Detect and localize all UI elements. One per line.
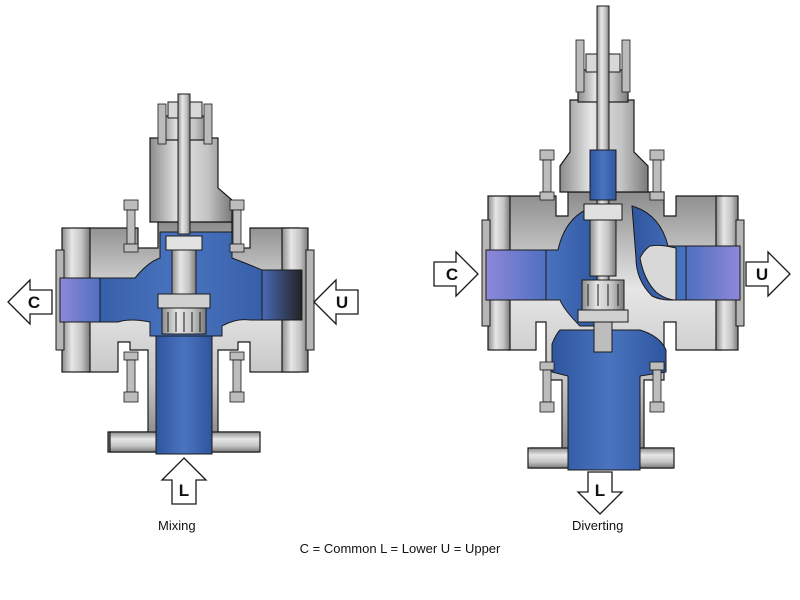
mixing-bonnet-bolts: [123, 199, 245, 403]
diverting-upper-letter: U: [756, 265, 768, 284]
diverting-common-letter: C: [446, 265, 458, 284]
diverting-lower-arrow: L: [576, 471, 624, 515]
mixing-common-port: [59, 277, 101, 323]
mixing-upper-letter: U: [336, 293, 348, 312]
diverting-lower-plug: [581, 279, 625, 311]
mixing-caption: Mixing: [158, 518, 196, 533]
mixing-plug: [165, 235, 203, 251]
mixing-upper-port: [261, 269, 303, 321]
mixing-lower-arrow: L: [160, 457, 208, 505]
mixing-upper-arrow: U: [313, 278, 359, 326]
diverting-lower-letter: L: [595, 481, 605, 500]
port-legend: C = Common L = Lower U = Upper: [299, 541, 501, 556]
mixing-common-arrow: C: [7, 278, 53, 326]
mixing-common-letter: C: [28, 293, 40, 312]
mixing-lower-letter: L: [179, 481, 189, 500]
diverting-upper-arrow: U: [745, 250, 791, 298]
mixing-fluid-bottom: [155, 335, 213, 455]
mixing-bonnet: [149, 137, 233, 223]
diverting-upper-port: [685, 245, 741, 301]
diverting-valve: C U L: [433, 5, 791, 515]
diverting-fluid-bottom: [551, 329, 667, 471]
mixing-stem: [177, 93, 191, 235]
diverting-common-port: [485, 249, 547, 301]
diverting-bonnet-bolts: [539, 149, 665, 413]
diverting-caption: Diverting: [572, 518, 624, 533]
mixing-valve: C U L: [7, 93, 359, 505]
diverting-upper-plug: [583, 203, 623, 221]
diverting-common-arrow: C: [433, 250, 479, 298]
